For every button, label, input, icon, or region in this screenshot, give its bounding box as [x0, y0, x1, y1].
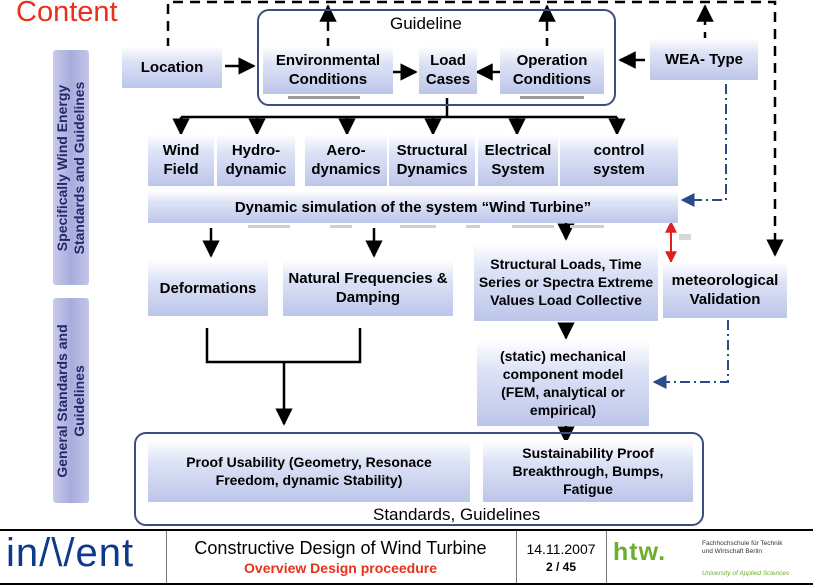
slide-title: Content — [16, 0, 118, 28]
discipline-label: control system — [593, 142, 645, 178]
side-label-specific: Specifically Wind Energy Standards and G… — [53, 50, 89, 285]
wea-type-box[interactable]: WEA- Type — [650, 38, 758, 80]
discipline-label: Hydro-dynamic — [225, 142, 287, 178]
footer-subtitle: Overview Design proceedure — [244, 560, 437, 576]
location-label: Location — [140, 58, 204, 76]
solid-flow-arrows — [172, 51, 645, 444]
sustainability-proof-label: Sustainability Proof Breakthrough, Bumps… — [512, 445, 664, 497]
load-cases-box[interactable]: Load Cases — [419, 46, 477, 94]
discipline-label: Structural Dynamics — [396, 142, 468, 178]
underline-bar — [330, 225, 352, 228]
underline-bar — [520, 96, 584, 99]
natural-frequencies-box[interactable]: Natural Frequencies & Damping — [283, 260, 453, 316]
dashed-feedback-loops — [166, 0, 784, 257]
footer-bottom-rule — [0, 583, 813, 585]
underline-bar — [466, 225, 480, 228]
htw-name: Fachhochschule für Technik und Wirtschaf… — [702, 540, 782, 556]
footer-date: 14.11.2007 — [526, 541, 596, 557]
proof-usability-label: Proof Usability (Geometry, Resonace Free… — [186, 454, 432, 488]
standards-label: Standards, Guidelines — [373, 505, 541, 524]
footer-title: Constructive Design of Wind Turbine — [194, 538, 487, 558]
component-model-label: (static) mechanical component model (FEM… — [499, 348, 627, 418]
htw-tagline: University of Applied Sciences — [702, 570, 790, 577]
proof-usability-box[interactable]: Proof Usability (Geometry, Resonace Free… — [148, 440, 470, 502]
dynamic-simulation-label: Dynamic simulation of the system “Wind T… — [234, 198, 592, 216]
invent-logo: in/\/ent — [6, 531, 135, 575]
footer-separator — [606, 531, 607, 583]
underline-bar — [512, 225, 554, 228]
deformations-box[interactable]: Deformations — [148, 260, 268, 316]
underline-bar — [288, 96, 360, 99]
location-box[interactable]: Location — [122, 46, 222, 88]
htw-name-line2: und Wirtschaft Berlin — [702, 548, 762, 555]
standards-frame — [134, 432, 704, 526]
side-label-general: General Standards and Guidelines — [53, 298, 89, 503]
discipline-box[interactable]: Aero-dynamics — [305, 134, 387, 186]
structural-loads-box[interactable]: Structural Loads, Time Series or Spectra… — [474, 243, 658, 321]
structural-loads-label: Structural Loads, Time Series or Spectra… — [478, 256, 654, 308]
underline-bar — [570, 225, 604, 228]
meteorological-validation-box[interactable]: meteorological Validation — [663, 262, 787, 318]
footer-separator — [516, 531, 517, 583]
discipline-label: Wind Field — [162, 142, 200, 178]
footer-top-rule — [0, 529, 813, 531]
underline-bar — [248, 225, 290, 228]
guideline-label: Guideline — [390, 14, 462, 33]
htw-name-line1: Fachhochschule für Technik — [702, 540, 783, 547]
page-number: 2 / 45 — [545, 560, 577, 574]
natural-frequencies-label: Natural Frequencies & Damping — [288, 270, 448, 306]
load-cases-label: Load Cases — [425, 52, 471, 88]
discipline-box[interactable]: Hydro-dynamic — [217, 134, 295, 186]
side-label-general-text: General Standards and Guidelines — [54, 323, 87, 478]
environmental-conditions-label: Environmental Conditions — [275, 52, 381, 88]
guideline-frame — [257, 9, 616, 106]
dynamic-simulation-box[interactable]: Dynamic simulation of the system “Wind T… — [148, 191, 678, 223]
component-model-box[interactable]: (static) mechanical component model (FEM… — [477, 340, 649, 426]
htw-logo: htw. — [613, 538, 667, 566]
small-gray-mark — [679, 234, 691, 240]
sustainability-proof-box[interactable]: Sustainability Proof Breakthrough, Bumps… — [483, 440, 693, 502]
discipline-box[interactable]: Electrical System — [478, 134, 558, 186]
discipline-box[interactable]: Wind Field — [148, 134, 214, 186]
meteorological-validation-label: meteorological Validation — [671, 272, 779, 308]
underline-bar — [400, 225, 436, 228]
side-label-specific-text: Specifically Wind Energy Standards and G… — [54, 81, 87, 254]
discipline-box[interactable]: control system — [560, 134, 678, 186]
discipline-box[interactable]: Structural Dynamics — [389, 134, 475, 186]
environmental-conditions-box[interactable]: Environmental Conditions — [263, 46, 393, 94]
dashdot-feedback — [652, 84, 729, 389]
deformations-label: Deformations — [159, 279, 257, 297]
discipline-label: Electrical System — [484, 142, 552, 178]
wea-type-label: WEA- Type — [664, 50, 744, 68]
operation-conditions-box[interactable]: Operation Conditions — [500, 46, 604, 94]
footer-separator — [166, 531, 167, 583]
operation-conditions-label: Operation Conditions — [512, 52, 592, 88]
discipline-label: Aero-dynamics — [311, 142, 381, 178]
